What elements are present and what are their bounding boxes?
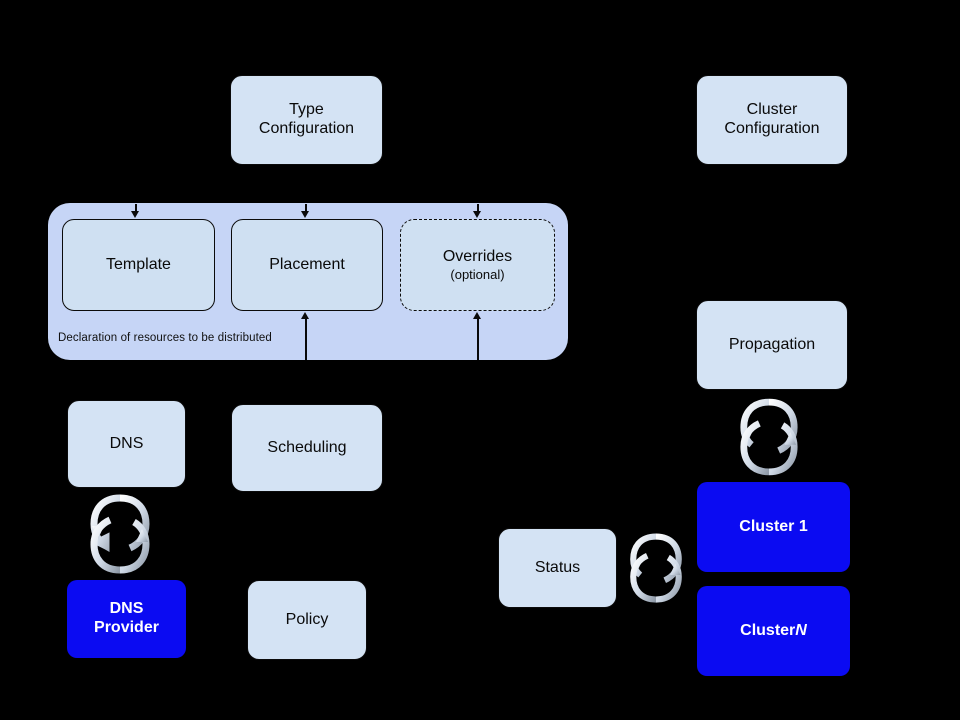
arrowhead-placement-in (301, 211, 309, 218)
node-overrides-sublabel: (optional) (450, 266, 505, 282)
sync-cycle-icon-status (628, 527, 684, 609)
node-template[interactable]: Template (62, 219, 215, 311)
node-overrides-label: Overrides (442, 247, 513, 265)
sync-cycle-icon (88, 492, 152, 576)
node-dns[interactable]: DNS (67, 400, 186, 488)
arrowhead-overrides-in (473, 211, 481, 218)
node-placement[interactable]: Placement (231, 219, 383, 311)
node-cluster-n[interactable]: Cluster N (697, 586, 850, 676)
node-cluster-configuration[interactable]: Cluster Configuration (696, 75, 848, 165)
connector-scheduling-to-placement (305, 318, 307, 360)
arrowhead-overrides-from-below (473, 312, 481, 319)
panel-caption: Declaration of resources to be distribut… (58, 332, 272, 344)
connector-typeconfig-to-overrides (477, 204, 479, 213)
connector-status-to-overrides (477, 318, 479, 360)
sync-cycle-icon-propagation (738, 394, 800, 480)
node-cluster-1[interactable]: Cluster 1 (697, 482, 850, 572)
node-type-configuration[interactable]: Type Configuration (230, 75, 383, 165)
arrowhead-template-in (131, 211, 139, 218)
node-status[interactable]: Status (498, 528, 617, 608)
node-propagation[interactable]: Propagation (696, 300, 848, 390)
arrowhead-placement-from-below (301, 312, 309, 319)
connector-typeconfig-to-placement (305, 204, 307, 213)
connector-typeconfig-to-template (135, 204, 137, 213)
node-cluster-n-prefix: Cluster (740, 621, 796, 639)
node-policy[interactable]: Policy (247, 580, 367, 660)
node-scheduling[interactable]: Scheduling (231, 404, 383, 492)
node-overrides[interactable]: Overrides (optional) (400, 219, 555, 311)
node-dns-provider[interactable]: DNS Provider (67, 580, 186, 658)
node-cluster-n-emphasis: N (795, 621, 807, 639)
